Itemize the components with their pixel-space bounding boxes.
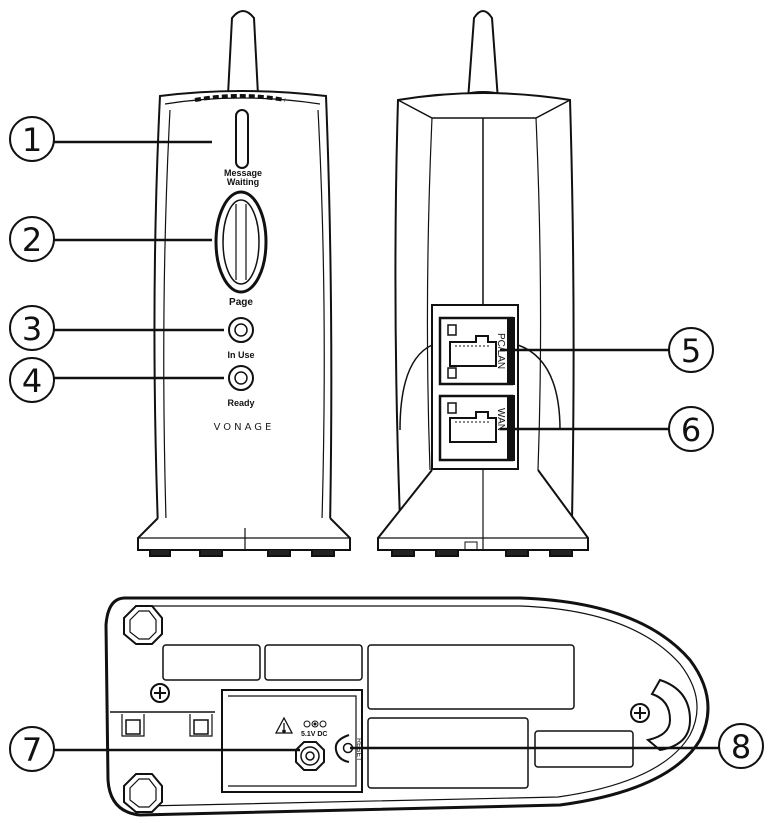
callout-2: 2 (9, 216, 212, 262)
message-waiting-label-line1: Message (224, 168, 262, 178)
back-antenna (467, 10, 499, 101)
page-button[interactable] (214, 190, 268, 294)
polarity-icon (303, 720, 327, 728)
callout-number-5: 5 (681, 332, 701, 370)
callout-7: 7 (9, 726, 300, 772)
callout-number-7: 7 (22, 731, 42, 769)
bottom-body (104, 596, 710, 817)
wan-label: WAN (495, 408, 506, 431)
in-use-label: In Use (227, 350, 254, 360)
bottom-view (104, 596, 710, 817)
back-view (377, 10, 589, 557)
reset-label: RESET (355, 738, 362, 762)
callout-number-2: 2 (22, 221, 42, 259)
connector-recess (221, 689, 363, 793)
power-jack[interactable] (295, 741, 325, 771)
power-rating-label: 5.1V DC (301, 731, 327, 738)
front-body (153, 90, 333, 529)
callout-1: 1 (9, 116, 212, 162)
callout-number-3: 3 (22, 310, 42, 348)
ready-label: Ready (227, 398, 254, 408)
warning-icon (274, 716, 294, 734)
callout-4: 4 (9, 357, 224, 403)
brand-logo-text: VONAGE (214, 422, 275, 433)
in-use-indicator (228, 317, 254, 343)
callout-3: 3 (9, 305, 224, 351)
page-label: Page (229, 297, 253, 308)
callout-5: 5 (500, 327, 714, 373)
screw-right (630, 703, 650, 723)
screw-left (150, 683, 170, 703)
front-base (137, 517, 351, 551)
message-waiting-indicator (235, 109, 249, 169)
callout-number-8: 8 (731, 728, 751, 766)
callout-number-6: 6 (681, 411, 701, 449)
message-waiting-label-line2: Waiting (227, 177, 259, 187)
callout-6: 6 (500, 406, 714, 452)
front-view (137, 10, 351, 557)
front-antenna (227, 10, 259, 96)
callout-number-1: 1 (22, 121, 42, 159)
ready-indicator (228, 365, 254, 391)
callout-number-4: 4 (22, 362, 42, 400)
callout-8: 8 (350, 723, 764, 769)
